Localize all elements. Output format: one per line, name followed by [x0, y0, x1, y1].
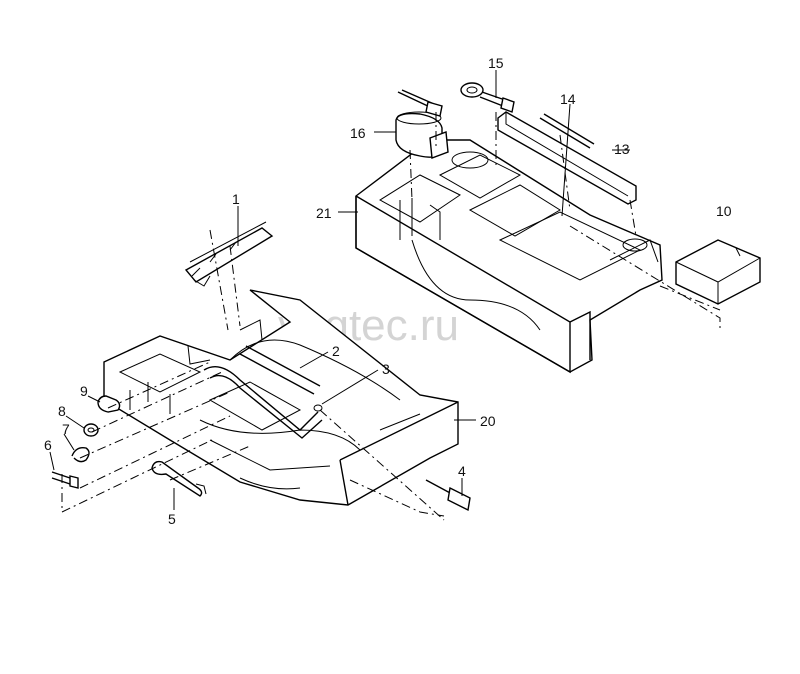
assembly-lines [61, 112, 721, 521]
label-part-10: 10 [716, 203, 732, 219]
label-part-16: 16 [350, 125, 366, 141]
part-1-jack [184, 221, 274, 287]
part-9-clip [97, 395, 121, 413]
label-part-4: 4 [458, 463, 466, 479]
part-7-hook [71, 446, 90, 463]
part-10-box [675, 239, 761, 305]
label-part-9: 9 [80, 383, 88, 399]
part-13-bar [497, 111, 637, 205]
label-part-15: 15 [488, 55, 504, 71]
label-part-1: 1 [232, 191, 240, 207]
label-part-21: 21 [316, 205, 332, 221]
part-8-cap [83, 423, 99, 437]
part-14-rod [539, 113, 595, 149]
leader-lines [49, 70, 630, 510]
label-part-6: 6 [44, 437, 52, 453]
label-part-20: 20 [480, 413, 496, 429]
tool-tray-lower [103, 289, 459, 506]
part-6-pin [51, 471, 79, 489]
part-2-rod [239, 345, 321, 395]
label-part-5: 5 [168, 511, 176, 527]
label-part-13: 13 [614, 141, 630, 157]
bolt-upper [397, 89, 443, 117]
tool-tray-upper [355, 139, 663, 374]
label-part-8: 8 [58, 403, 66, 419]
part-15-towing-eye [460, 82, 515, 113]
label-part-14: 14 [560, 91, 576, 107]
part-16-canister [395, 111, 449, 159]
part-5-wrench [151, 460, 207, 497]
label-part-2: 2 [332, 343, 340, 359]
label-part-3: 3 [382, 361, 390, 377]
part-4-screwdriver [425, 479, 471, 512]
part-labels: 1 2 3 4 5 6 7 8 9 10 13 14 15 16 20 21 [44, 55, 732, 527]
label-part-7: 7 [62, 421, 70, 437]
